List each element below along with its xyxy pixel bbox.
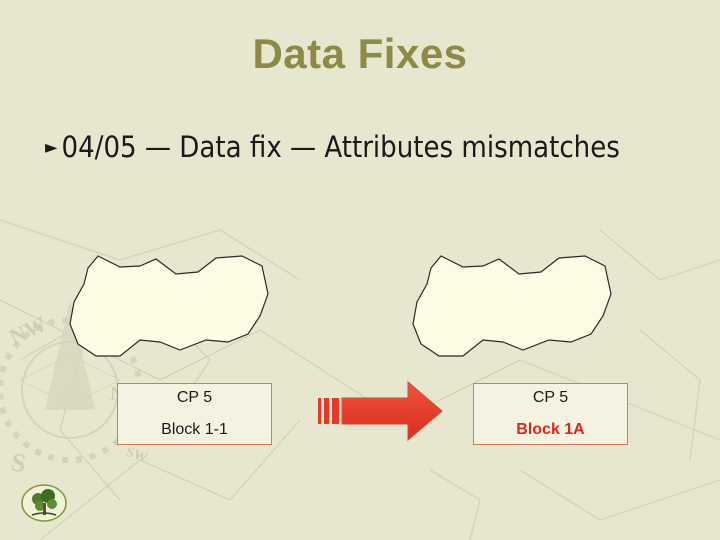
after-block-label: Block 1A bbox=[516, 421, 585, 438]
slide-title: Data Fixes bbox=[252, 30, 468, 77]
svg-text:SW: SW bbox=[124, 445, 150, 467]
bullet-text: 04/05 — Data fix — Attributes mismatches bbox=[61, 130, 620, 164]
after-cp-label: CP 5 bbox=[532, 389, 569, 406]
before-block-label: Block 1-1 bbox=[161, 421, 228, 438]
attribute-box-after: CP 5 Block 1A bbox=[473, 383, 628, 445]
tree-logo-icon bbox=[21, 484, 67, 522]
svg-text:NW: NW bbox=[6, 311, 51, 350]
parcel-polygon-before bbox=[69, 255, 269, 357]
bullet-item: ►04/05 — Data fix — Attributes mismatche… bbox=[45, 130, 620, 164]
svg-text:S: S bbox=[9, 447, 28, 478]
bullet-arrow-icon: ► bbox=[45, 137, 58, 158]
attribute-box-before: CP 5 Block 1-1 bbox=[117, 383, 272, 445]
parcel-polygon-after bbox=[412, 255, 612, 357]
before-cp-label: CP 5 bbox=[176, 389, 213, 406]
right-arrow-icon bbox=[318, 380, 443, 442]
